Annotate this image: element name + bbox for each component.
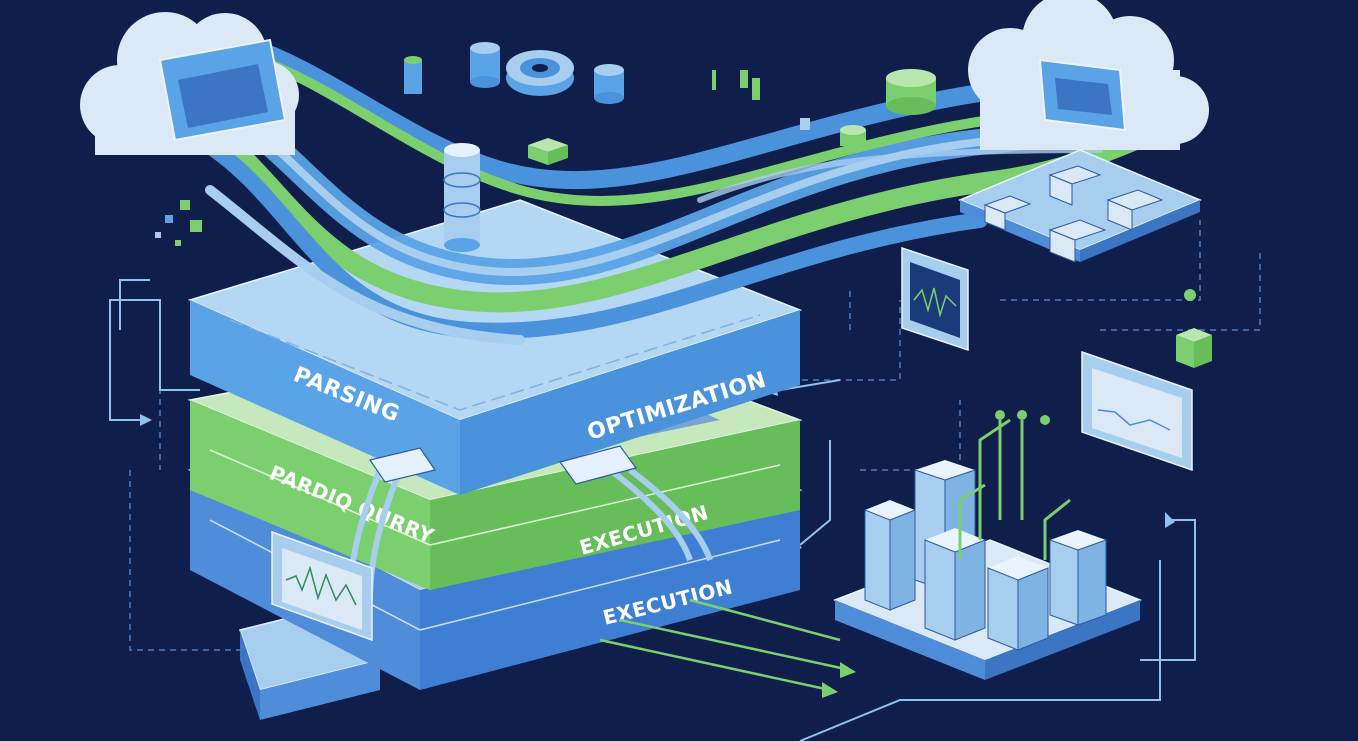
solid-connectors	[109, 279, 1196, 741]
cloud-icon-left	[80, 12, 299, 155]
green-cube-icons	[528, 138, 1212, 368]
server-platform-top	[958, 149, 1202, 263]
document-card-icon	[369, 445, 637, 485]
monitor-chart-icon-3	[271, 530, 373, 642]
monitor-chart-icon	[901, 246, 969, 352]
cloud-icon-right	[968, 0, 1209, 150]
monitor-chart-icon-2	[1081, 350, 1193, 472]
scatter-squares	[155, 70, 810, 246]
arrow-icon	[822, 662, 856, 698]
cable-nodes	[995, 410, 1050, 425]
floating-database-icons	[404, 42, 936, 146]
green-flow-arrows	[599, 598, 851, 692]
server-cables	[958, 418, 1071, 560]
database-icon	[443, 143, 481, 252]
server-rack-icon	[864, 460, 1107, 651]
